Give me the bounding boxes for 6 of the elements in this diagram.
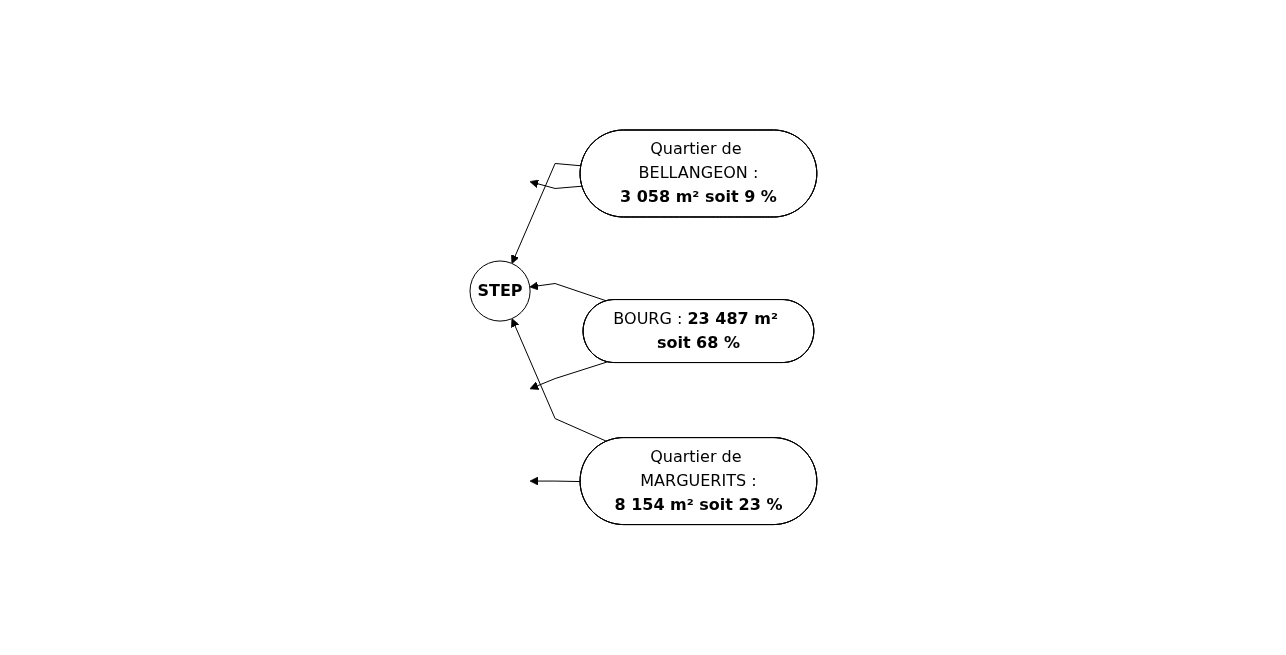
arrow	[529, 179, 583, 190]
arrow	[529, 476, 581, 486]
arrow	[510, 318, 608, 443]
node-circle: STEP	[469, 260, 531, 322]
arrow	[529, 361, 608, 391]
arrow	[510, 163, 582, 265]
